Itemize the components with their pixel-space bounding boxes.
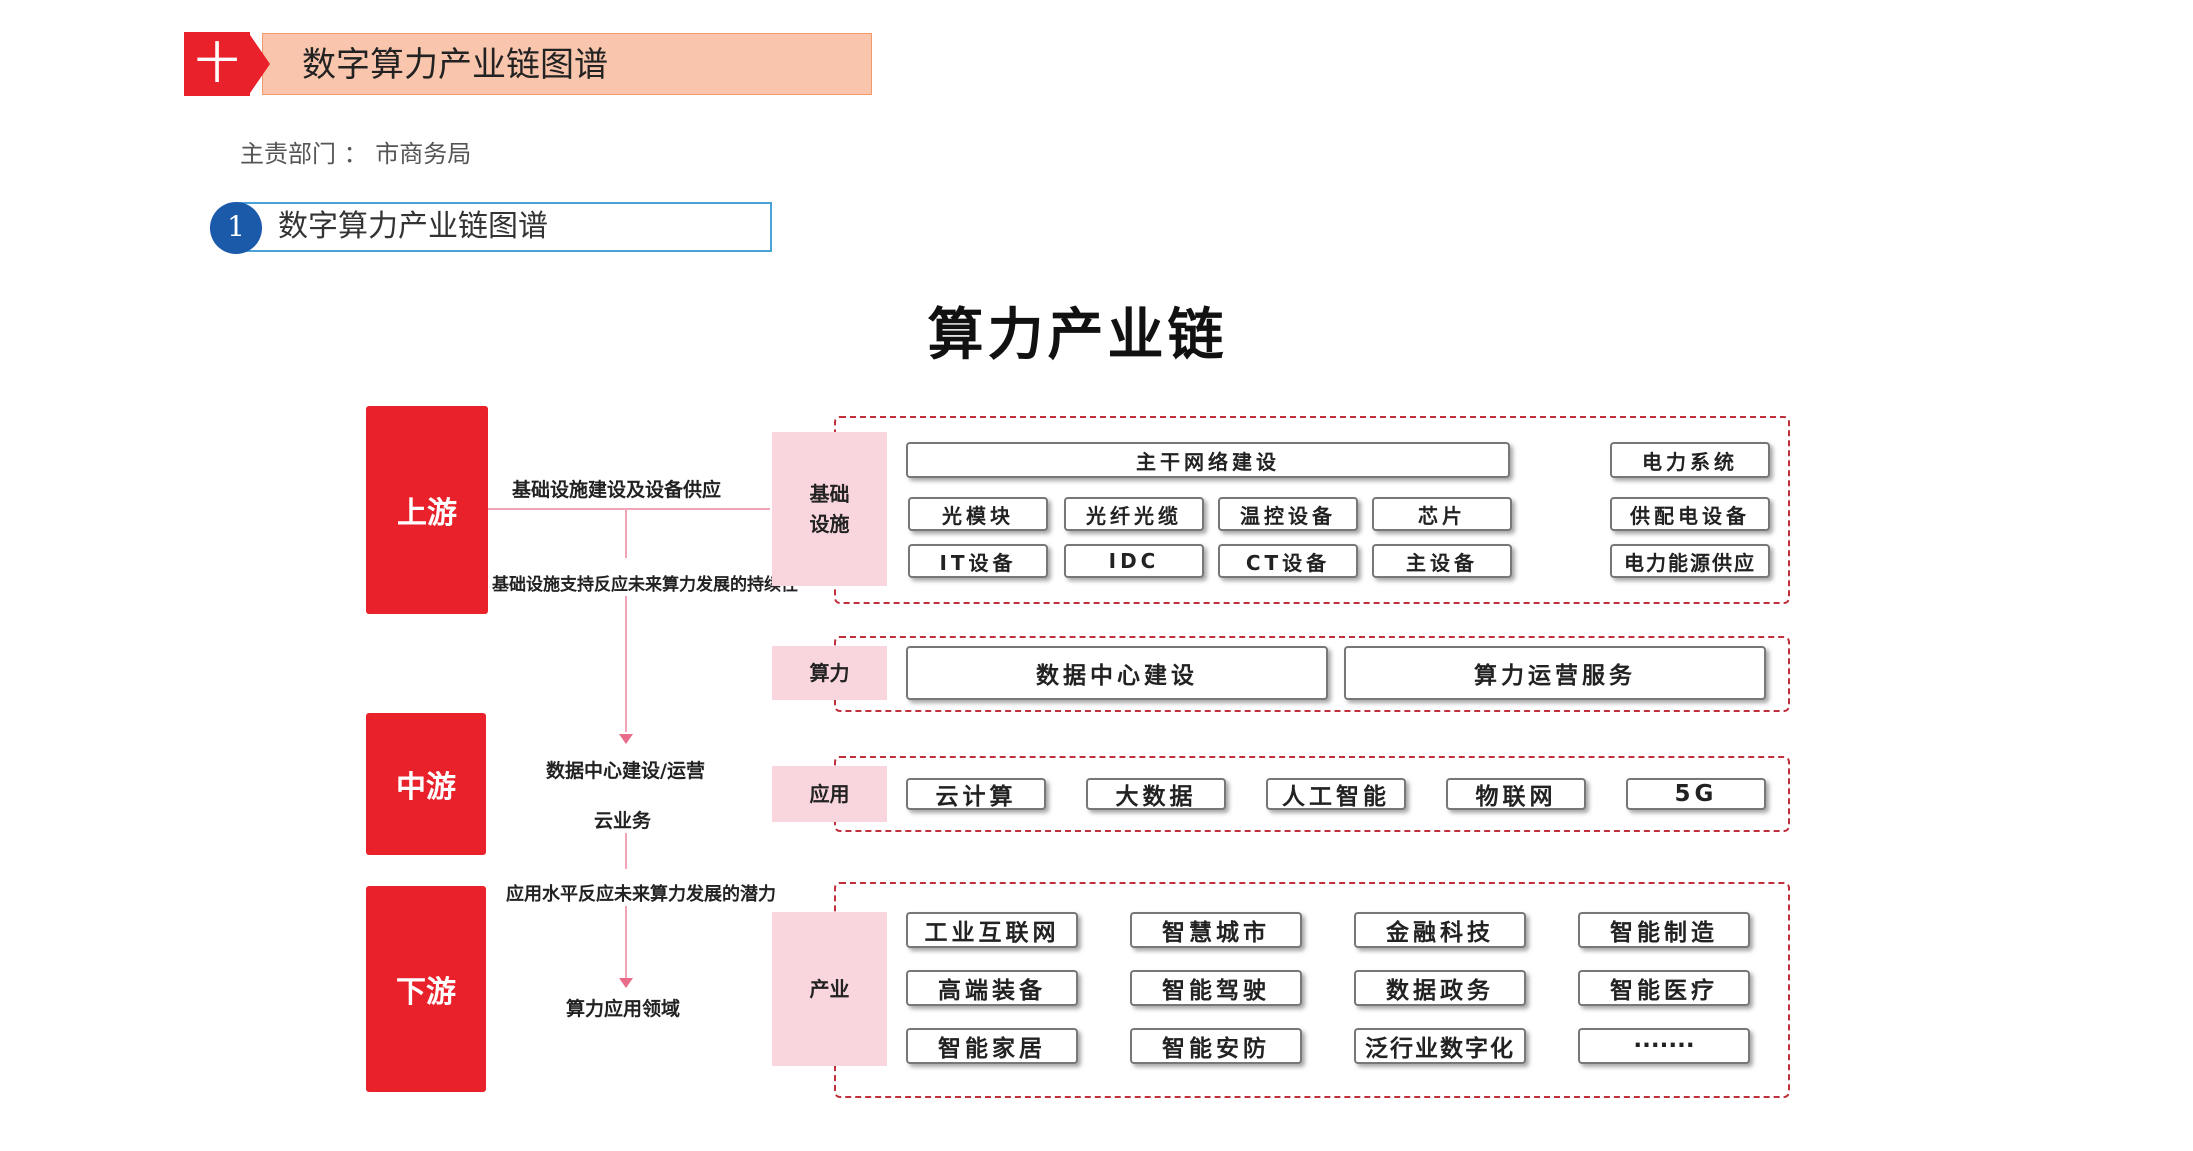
responsible-department: 主责部门 ： 市商务局 [240,140,472,168]
section-number-badge: 十 [184,32,250,96]
chip-infra-r2-4: 主设备 [1372,544,1512,578]
stage-downstream: 下游 [366,886,486,1092]
flow-label-infra-sustainability: 基础设施支持反应未来算力发展的持续性 [492,575,798,595]
chip-5g: 5G [1626,778,1766,810]
subsection-number: 1 [210,202,262,254]
category-industry: 产业 [772,912,887,1066]
chip-infra-r1-2: 光纤光缆 [1064,497,1204,531]
stage-midstream: 中游 [366,713,486,855]
chip-iot: 物联网 [1446,778,1586,810]
chip-industry-2-4: 智能医疗 [1578,970,1750,1006]
category-application: 应用 [772,766,887,822]
chip-backbone-network: 主干网络建设 [906,442,1510,478]
section-header-bar [262,33,872,95]
category-infrastructure: 基础 设施 [772,432,887,586]
chip-datacenter-construction: 数据中心建设 [906,646,1328,700]
chip-industry-3-3: 泛行业数字化 [1354,1028,1526,1064]
connector-upstream [488,508,770,510]
flow-label-datacenter: 数据中心建设/运营 [546,760,705,782]
connector-vertical-4 [625,906,627,980]
chip-industry-3-1: 智能家居 [906,1028,1078,1064]
chip-infra-r2-1: IT设备 [908,544,1048,578]
chip-compute-operation: 算力运营服务 [1344,646,1766,700]
chip-industry-3-2: 智能安防 [1130,1028,1302,1064]
chip-industry-1-1: 工业互联网 [906,912,1078,948]
chip-infra-r2-2: IDC [1064,544,1204,578]
chip-infra-r1-3: 温控设备 [1218,497,1358,531]
chip-industry-2-3: 数据政务 [1354,970,1526,1006]
connector-vertical-1 [625,510,627,558]
chip-big-data: 大数据 [1086,778,1226,810]
chip-industry-1-2: 智慧城市 [1130,912,1302,948]
chip-industry-2-1: 高端装备 [906,970,1078,1006]
chip-power-supply: 电力能源供应 [1610,544,1770,578]
flow-label-infra-supply: 基础设施建设及设备供应 [512,479,722,501]
section-badge-arrow [248,32,270,96]
subsection-title: 数字算力产业链图谱 [278,209,548,244]
chip-cloud-computing: 云计算 [906,778,1046,810]
flow-label-compute-application: 算力应用领域 [566,998,681,1020]
section-title: 数字算力产业链图谱 [302,45,608,85]
connector-vertical-2 [625,596,627,732]
flow-arrow-1 [619,734,633,744]
connector-vertical-3 [625,833,627,869]
chip-ai: 人工智能 [1266,778,1406,810]
diagram-title: 算力产业链 [927,303,1228,368]
chip-power-system: 电力系统 [1610,442,1770,478]
chip-industry-1-3: 金融科技 [1354,912,1526,948]
stage-upstream: 上游 [366,406,488,614]
category-compute: 算力 [772,646,887,700]
chip-industry-2-2: 智能驾驶 [1130,970,1302,1006]
flow-arrow-2 [619,978,633,988]
chip-power-distribution: 供配电设备 [1610,497,1770,531]
chip-industry-1-4: 智能制造 [1578,912,1750,948]
flow-label-app-potential: 应用水平反应未来算力发展的潜力 [506,884,776,905]
chip-infra-r1-4: 芯片 [1372,497,1512,531]
chip-infra-r1-1: 光模块 [908,497,1048,531]
flow-label-cloud: 云业务 [594,810,652,832]
chip-infra-r2-3: CT设备 [1218,544,1358,578]
chip-industry-3-4-ellipsis: ······· [1578,1028,1750,1064]
